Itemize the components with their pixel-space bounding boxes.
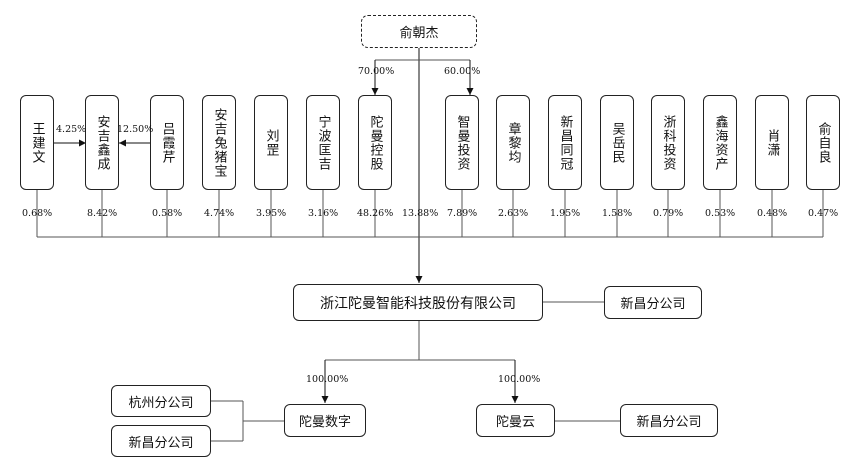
shareholder-pct: 0.48% xyxy=(757,208,788,219)
shareholder-name: 章黎均 xyxy=(505,121,521,164)
company-box: 浙江陀曼智能科技股份有限公司 xyxy=(293,284,543,321)
zhiman-control-pct: 60.00% xyxy=(444,66,481,77)
shuzi-branch-box: 杭州分公司 xyxy=(111,385,211,417)
lv-anji-link-pct: 12.50% xyxy=(117,124,154,135)
shareholder-box: 章黎均 xyxy=(496,95,530,190)
shareholder-pct: 1.58% xyxy=(602,208,633,219)
shareholder-box: 安吉兔猪宝 xyxy=(202,95,236,190)
shuzi-branch-name: 新昌分公司 xyxy=(128,435,194,451)
shareholder-box: 陀曼控股 xyxy=(358,95,392,190)
shareholder-box: 浙科投资 xyxy=(651,95,685,190)
shuzi-box: 陀曼数字 xyxy=(284,404,366,437)
shuzi-branch-name: 杭州分公司 xyxy=(128,395,194,411)
shareholder-pct: 1.95% xyxy=(550,208,581,219)
shareholder-box: 安吉鑫成 xyxy=(85,95,119,190)
shareholder-name: 王建文 xyxy=(29,121,45,164)
shareholder-pct: 0.58% xyxy=(152,208,183,219)
shareholder-box: 王建文 xyxy=(20,95,54,190)
shareholder-name: 浙科投资 xyxy=(660,114,676,171)
shareholder-name: 吕霞芹 xyxy=(159,121,175,164)
controller-name: 俞朝杰 xyxy=(399,26,439,41)
shareholder-pct: 2.63% xyxy=(498,208,529,219)
controller-box: 俞朝杰 xyxy=(361,15,477,48)
shareholder-name: 肖潇 xyxy=(764,128,780,157)
shareholder-name: 俞自良 xyxy=(815,121,831,164)
company-branch-name: 新昌分公司 xyxy=(620,297,686,312)
shareholder-box: 智曼投资 xyxy=(445,95,479,190)
shareholder-box: 宁波匡吉 xyxy=(306,95,340,190)
shareholder-box: 鑫海资产 xyxy=(703,95,737,190)
shareholder-pct: 0.47% xyxy=(808,208,839,219)
shareholder-box: 肖潇 xyxy=(755,95,789,190)
shareholder-pct: 7.89% xyxy=(447,208,478,219)
shareholder-name: 鑫海资产 xyxy=(712,114,728,171)
shareholder-name: 吴岳民 xyxy=(609,121,625,164)
yun-branch-name: 新昌分公司 xyxy=(636,415,702,430)
shuzi-pct: 100.00% xyxy=(306,374,349,385)
yun-pct: 100.00% xyxy=(498,374,541,385)
shareholder-box: 新昌同冠 xyxy=(548,95,582,190)
yun-branch-box: 新昌分公司 xyxy=(620,404,718,437)
shareholder-name: 安吉鑫成 xyxy=(94,114,110,171)
shareholder-name: 安吉兔猪宝 xyxy=(211,107,227,178)
shareholder-pct: 3.95% xyxy=(256,208,287,219)
shareholder-pct: 48.26% xyxy=(357,208,394,219)
shuzi-branch-box: 新昌分公司 xyxy=(111,425,211,457)
wang-anji-link-pct: 4.25% xyxy=(56,124,87,135)
shareholder-pct: 0.79% xyxy=(653,208,684,219)
shareholder-name: 宁波匡吉 xyxy=(315,114,331,171)
shareholder-name: 智曼投资 xyxy=(454,114,470,171)
shareholder-box: 俞自良 xyxy=(806,95,840,190)
shareholder-name: 陀曼控股 xyxy=(367,114,383,171)
shareholder-box: 吴岳民 xyxy=(600,95,634,190)
shareholder-pct: 3.16% xyxy=(308,208,339,219)
shareholder-name: 新昌同冠 xyxy=(557,114,573,171)
company-name: 浙江陀曼智能科技股份有限公司 xyxy=(320,295,516,312)
yun-name: 陀曼云 xyxy=(495,415,535,430)
shareholder-box: 刘罡 xyxy=(254,95,288,190)
shareholder-pct: 0.68% xyxy=(22,208,53,219)
company-branch-box: 新昌分公司 xyxy=(604,286,702,319)
toman-control-pct: 70.00% xyxy=(358,66,395,77)
shareholder-pct: 8.42% xyxy=(87,208,118,219)
shareholder-pct: 4.74% xyxy=(204,208,235,219)
shareholder-pct: 0.53% xyxy=(705,208,736,219)
shareholder-name: 刘罡 xyxy=(263,128,279,157)
direct-holding-pct: 13.88% xyxy=(402,208,439,219)
shuzi-name: 陀曼数字 xyxy=(298,415,351,430)
yun-box: 陀曼云 xyxy=(476,404,555,437)
shareholder-box: 吕霞芹 xyxy=(150,95,184,190)
